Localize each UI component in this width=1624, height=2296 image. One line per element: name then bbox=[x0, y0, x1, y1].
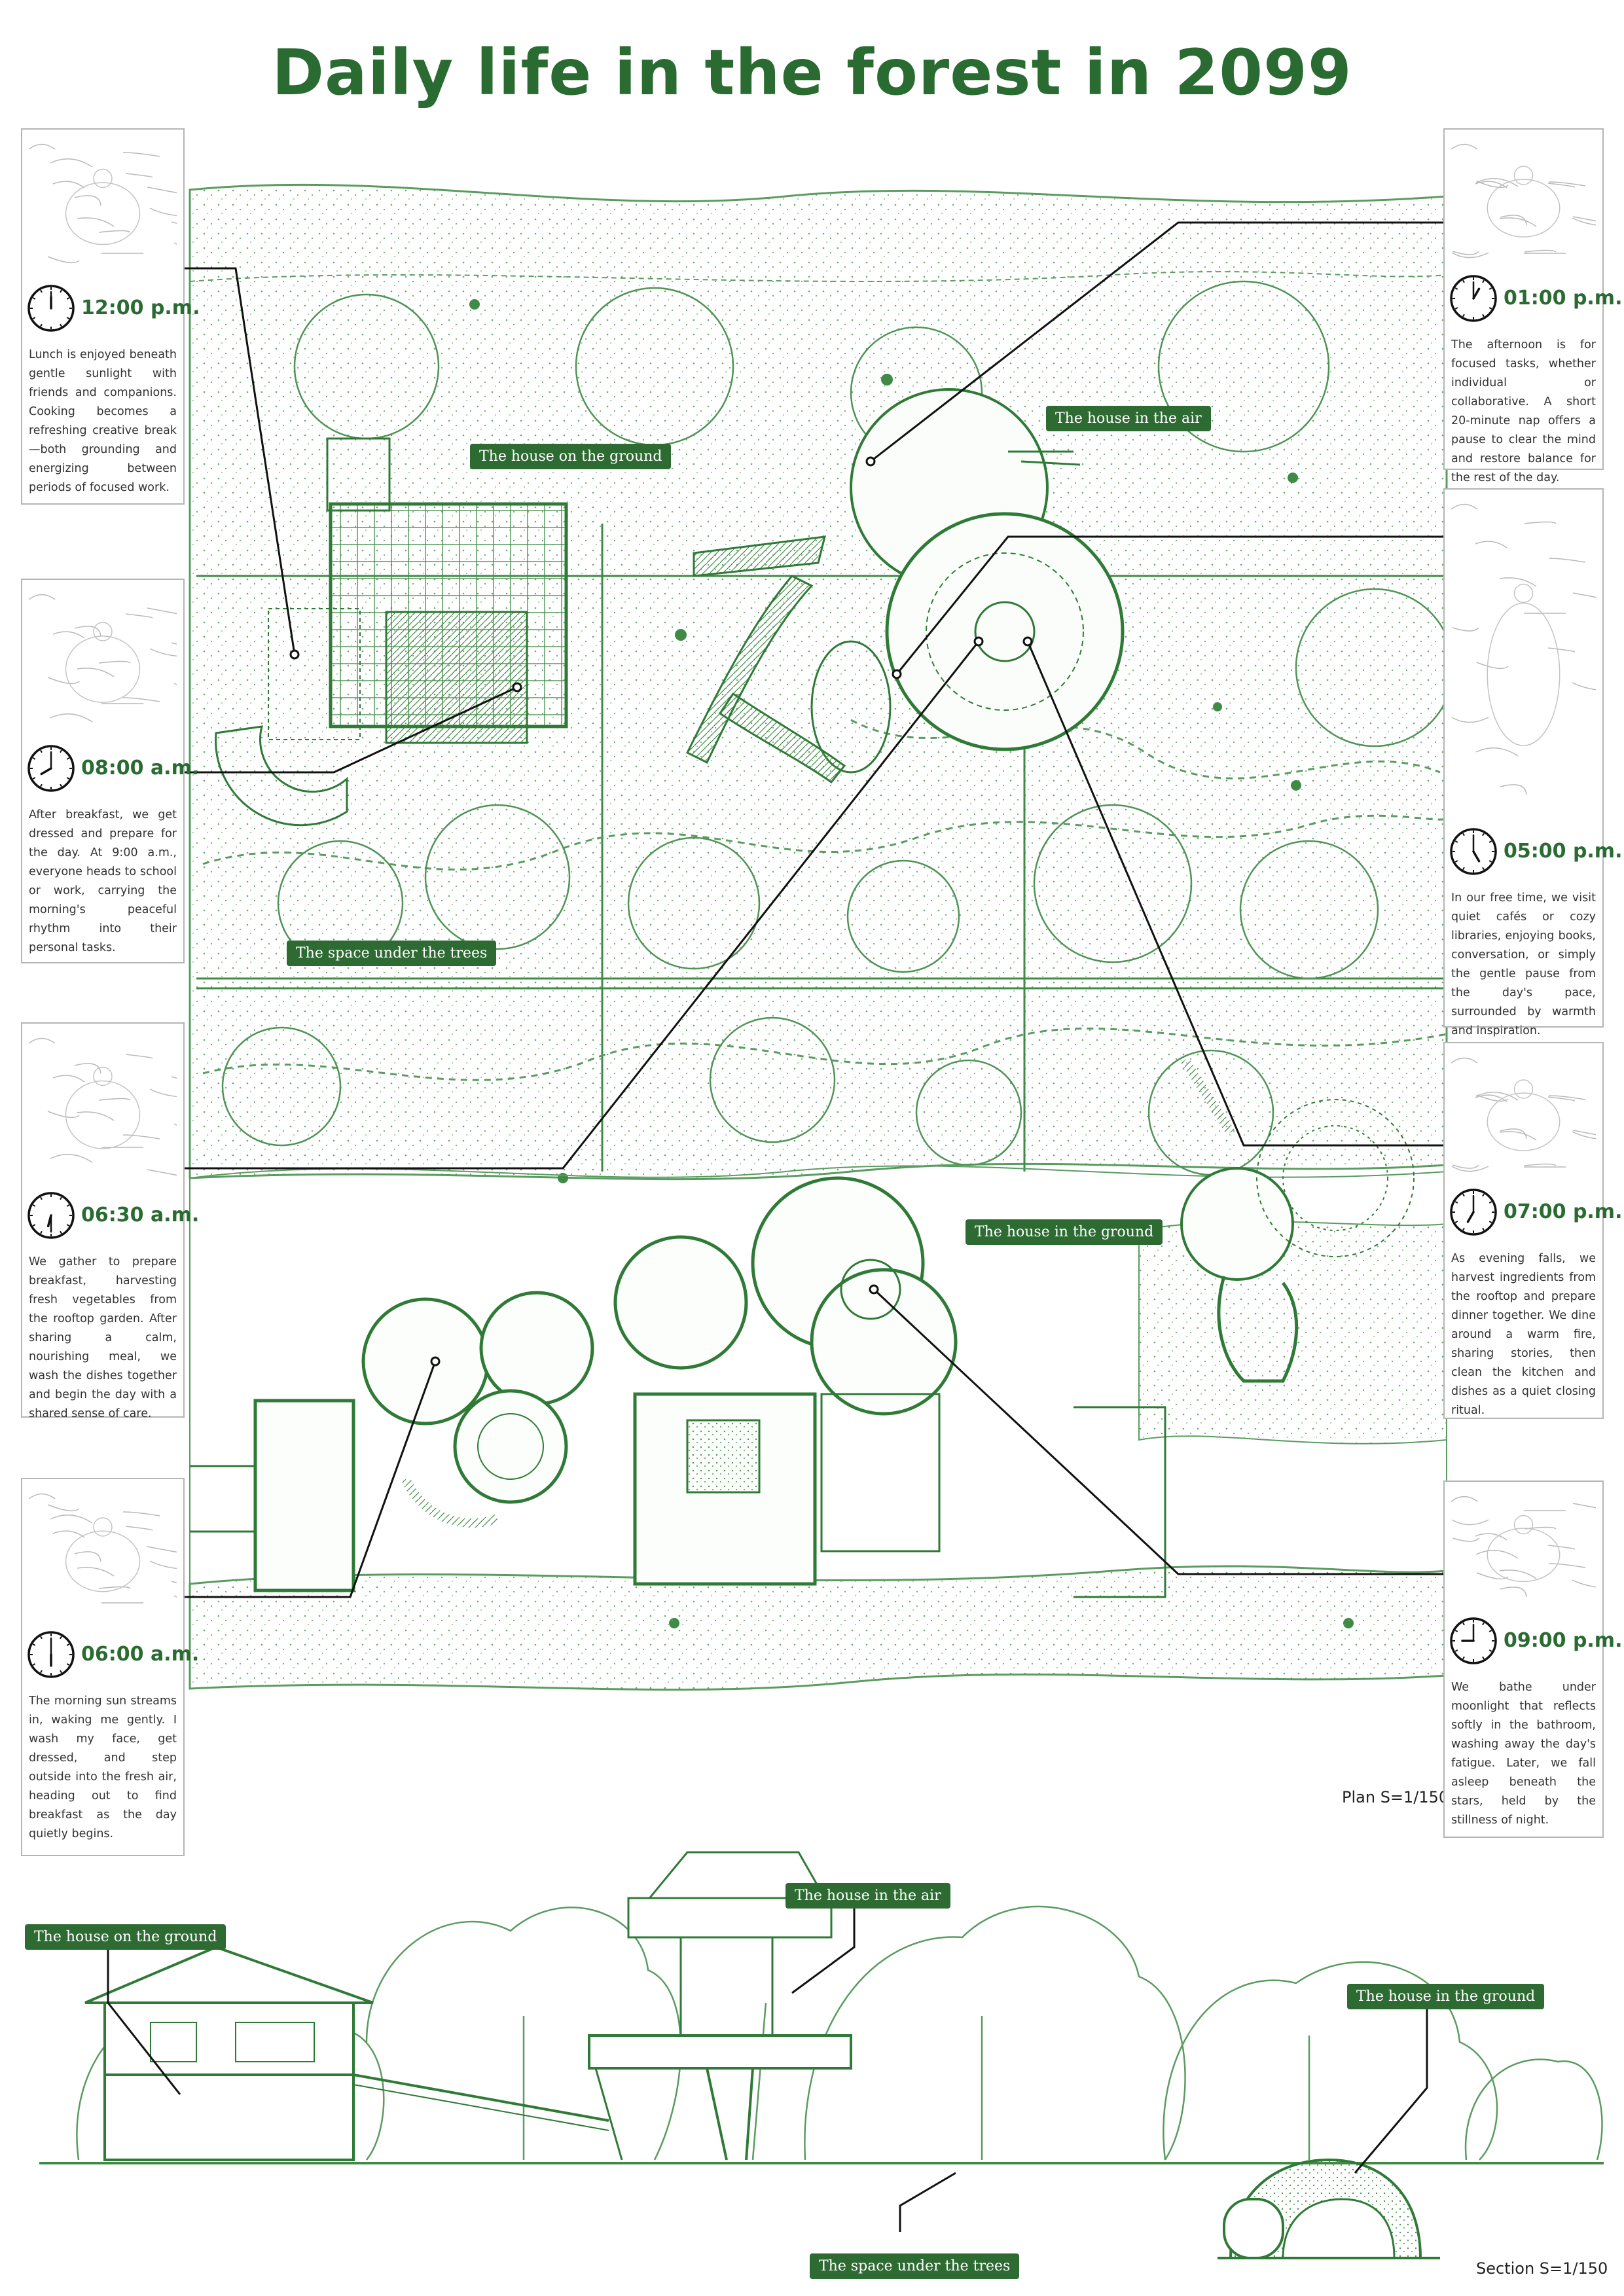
plan-scale: Plan S=1/150 bbox=[1342, 1788, 1449, 1806]
time-card-1200pm: 12:00 p.m. Lunch is enjoyed beneath gentl… bbox=[21, 128, 200, 505]
time-label: 01:00 p.m. bbox=[1504, 287, 1623, 310]
time-card-0900pm: 09:00 p.m. We bathe under moonlight that … bbox=[1443, 1480, 1622, 1838]
section-label-house-in-air: The house in the air bbox=[785, 1883, 950, 1909]
time-card-0500pm: 05:00 p.m. In our free time, we visit qui… bbox=[1443, 488, 1622, 1037]
section-house-in-ground bbox=[1218, 2158, 1440, 2259]
time-label: 09:00 p.m. bbox=[1504, 1629, 1623, 1652]
page-title: Daily life in the forest in 2099 bbox=[272, 36, 1352, 109]
scene-sketch bbox=[1451, 1496, 1596, 1598]
clock-icon bbox=[27, 1192, 75, 1239]
plan-house-in-air bbox=[685, 388, 1125, 784]
time-label: 12:00 p.m. bbox=[81, 296, 200, 319]
time-card-0100pm: 01:00 p.m. The afternoon is for focused t… bbox=[1443, 128, 1622, 484]
plan-label-space-under-trees: The space under the trees bbox=[287, 941, 497, 966]
activity-description: As evening falls, we harvest ingredients… bbox=[1451, 1252, 1596, 1417]
plan-drawing bbox=[189, 183, 1454, 1691]
scene-sketch bbox=[1451, 503, 1596, 795]
scene-sketch bbox=[1451, 1057, 1596, 1172]
section-leader-lines bbox=[107, 1898, 1428, 2232]
scene-sketch bbox=[29, 143, 177, 264]
clock-icon bbox=[1450, 275, 1497, 322]
scene-sketch bbox=[29, 1493, 177, 1604]
section-label-house-in-ground: The house in the ground bbox=[1347, 1984, 1545, 2009]
time-label: 06:00 a.m. bbox=[81, 1643, 200, 1666]
clock-icon bbox=[27, 285, 75, 332]
plan-label-house-on-ground: The house on the ground bbox=[470, 444, 672, 469]
time-card-0700pm: 07:00 p.m. As evening falls, we harvest i… bbox=[1443, 1042, 1622, 1419]
plan-house-in-ground-center bbox=[613, 1176, 1166, 1598]
activity-description: The afternoon is for focused tasks, whet… bbox=[1451, 338, 1596, 484]
clock-icon bbox=[1450, 1189, 1497, 1236]
section-drawing bbox=[39, 1851, 1604, 2259]
time-label: 05:00 p.m. bbox=[1504, 840, 1623, 863]
activity-description: In our free time, we visit quiet cafés o… bbox=[1451, 891, 1596, 1037]
scene-sketch bbox=[29, 594, 177, 723]
scene-sketch bbox=[29, 1037, 177, 1176]
clock-icon bbox=[1450, 1617, 1497, 1664]
time-card-0600am: 06:00 a.m. The morning sun streams in, wa… bbox=[21, 1478, 199, 1856]
time-label: 06:30 a.m. bbox=[81, 1204, 200, 1227]
section-label-space-under-trees: The space under the trees bbox=[810, 2253, 1020, 2279]
time-label: 07:00 p.m. bbox=[1504, 1200, 1623, 1223]
section-scale: Section S=1/150 bbox=[1476, 2259, 1608, 2278]
activity-description: Lunch is enjoyed beneath gentle sunlight… bbox=[29, 348, 177, 494]
clock-icon bbox=[1450, 828, 1497, 875]
time-label: 08:00 a.m. bbox=[81, 757, 200, 780]
time-card-0800am: 08:00 a.m. After breakfast, we get dresse… bbox=[21, 579, 199, 963]
plan-leader-lines bbox=[183, 221, 1447, 1598]
plan-label-house-in-ground: The house in the ground bbox=[965, 1219, 1163, 1245]
plan-label-house-in-air: The house in the air bbox=[1046, 406, 1211, 431]
section-house-in-air bbox=[588, 1851, 852, 2161]
clock-icon bbox=[27, 1631, 75, 1678]
scene-sketch bbox=[1451, 143, 1596, 259]
clock-icon bbox=[27, 745, 75, 792]
activity-description: The morning sun streams in, waking me ge… bbox=[29, 1695, 177, 1840]
plan-house-in-ground-left bbox=[190, 1291, 594, 1592]
activity-description: We gather to prepare breakfast, harvesti… bbox=[29, 1255, 177, 1420]
section-label-house-on-ground: The house on the ground bbox=[25, 1924, 226, 1950]
activity-description: After breakfast, we get dressed and prep… bbox=[29, 808, 177, 954]
section-house-on-ground bbox=[84, 1945, 609, 2161]
plan-house-on-ground bbox=[215, 437, 568, 827]
time-card-0630am: 06:30 a.m. We gather to prepare breakfast… bbox=[21, 1022, 199, 1420]
plan-house-in-ground-right bbox=[1180, 1058, 1415, 1383]
activity-description: We bathe under moonlight that reflects s… bbox=[1451, 1681, 1596, 1827]
